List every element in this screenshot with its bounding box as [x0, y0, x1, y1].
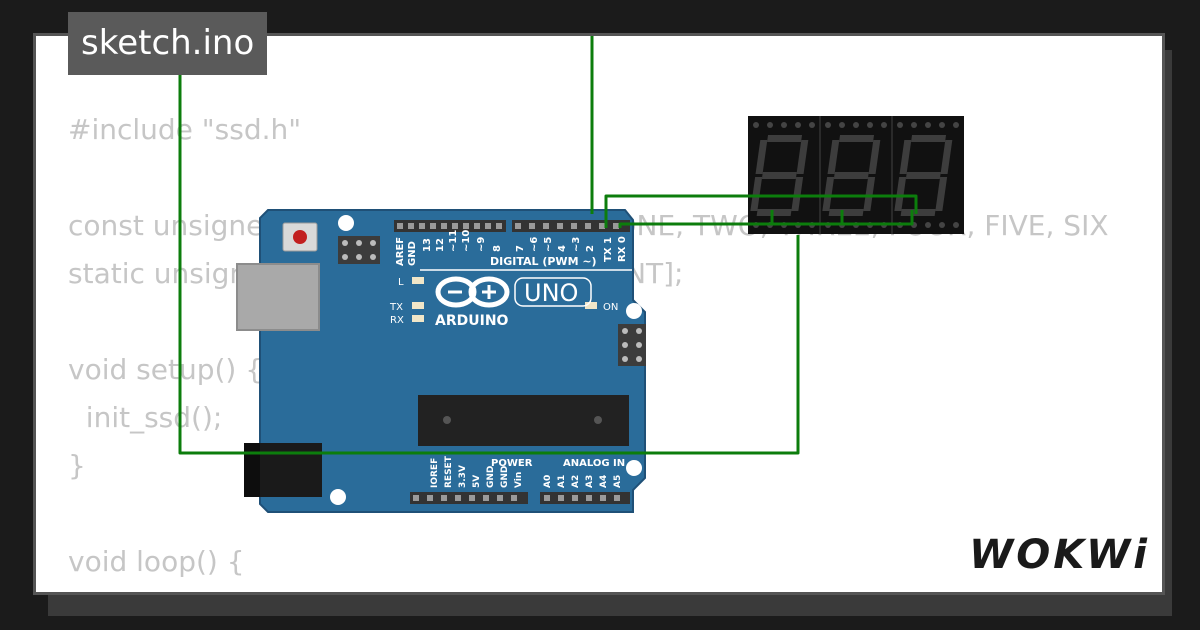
seven-segment-display[interactable]: [748, 116, 964, 234]
pin-label-2: 2: [585, 245, 596, 252]
digit-1-segments: [750, 135, 809, 216]
pin-label-a0: A0: [543, 475, 553, 488]
board-model: UNO: [524, 279, 578, 307]
led-l: [412, 277, 424, 284]
arduino-logo-icon: [435, 276, 510, 308]
wire-ground[interactable]: [178, 36, 800, 455]
wokwi-logo: WOKWi: [969, 532, 1150, 578]
mounting-hole: [338, 215, 354, 231]
analog-header[interactable]: [540, 492, 630, 504]
pin-label-ioref: IOREF: [430, 458, 440, 488]
pin-label-8: 8: [492, 245, 503, 252]
pin-label-a1: A1: [557, 475, 567, 488]
pin-label-4: 4: [557, 245, 568, 252]
code-line: void setup() {: [68, 353, 264, 386]
pin-label-9: ~9: [476, 237, 487, 252]
pin-label-gnd1: GND: [486, 466, 496, 488]
led-rx: [412, 315, 424, 322]
wire-digit-select[interactable]: [604, 194, 918, 228]
mounting-hole: [330, 489, 346, 505]
microcontroller-chip: [418, 395, 629, 446]
arduino-uno-board[interactable]: AREF GND 13 12 ~11 ~10 ~9 8 7 ~6 ~5 4 ~3…: [236, 209, 646, 513]
power-header[interactable]: [410, 492, 528, 504]
analog-label: ANALOG IN: [563, 458, 625, 469]
code-line: }: [68, 449, 86, 482]
uno-badge: [514, 277, 592, 307]
power-label: POWER: [491, 458, 533, 469]
pin-label-7: 7: [515, 245, 526, 252]
led-label-tx: TX: [389, 302, 403, 313]
pin-label-6: ~6: [529, 237, 540, 252]
pin-label-gnd: GND: [407, 241, 418, 266]
pin-label-3v3: 3.3V: [458, 465, 468, 488]
wire-segment-a[interactable]: [618, 210, 774, 228]
pin-label-13: 13: [422, 238, 433, 252]
digit-3-segments: [894, 135, 953, 216]
icsp-header-2: [618, 324, 646, 366]
pin-label-reset: RESET: [444, 455, 454, 488]
usb-connector: [236, 263, 320, 331]
pin-label-rx0: RX 0: [617, 236, 628, 262]
led-label-rx: RX: [390, 315, 404, 326]
pin-label-a2: A2: [571, 475, 581, 488]
led-on: [585, 302, 597, 309]
led-tx: [412, 302, 424, 309]
pin-label-11: ~11: [448, 230, 459, 252]
pin-label-12: 12: [435, 238, 446, 252]
pin-label-a5: A5: [613, 475, 623, 488]
code-line: void loop() {: [68, 545, 245, 578]
pin-label-10: ~10: [461, 230, 472, 252]
code-line: #include "ssd.h": [68, 113, 302, 146]
pin-label-5: ~5: [543, 237, 554, 252]
pin-label-tx1: TX 1: [603, 237, 614, 262]
wire-segment-c[interactable]: [842, 210, 914, 226]
reset-button-cap: [293, 230, 307, 244]
mounting-hole: [626, 303, 642, 319]
digital-header-left[interactable]: [394, 220, 506, 232]
digital-label: DIGITAL (PWM ~): [490, 255, 597, 268]
wires: [178, 36, 918, 455]
pin-label-aref: AREF: [395, 237, 406, 266]
pin-label-gnd2: GND: [500, 466, 510, 488]
pin-label-vin: Vin: [514, 472, 524, 488]
pin-label-a4: A4: [599, 475, 609, 488]
led-label-on: ON: [603, 302, 618, 313]
power-jack-rim: [244, 443, 260, 497]
digital-header-right[interactable]: [512, 220, 630, 232]
pin-label-5v: 5V: [472, 475, 482, 488]
led-label-l: L: [398, 277, 404, 288]
chip-mark: [594, 416, 602, 424]
board-brand: ARDUINO: [435, 313, 509, 329]
chip-mark: [443, 416, 451, 424]
mounting-hole: [626, 460, 642, 476]
digit-2-segments: [822, 135, 881, 216]
pin-label-3: ~3: [571, 237, 582, 252]
file-tab[interactable]: sketch.ino: [68, 12, 268, 75]
icsp-header: [338, 236, 380, 264]
pin-label-a3: A3: [585, 475, 595, 488]
code-line: init_ssd();: [68, 401, 223, 434]
